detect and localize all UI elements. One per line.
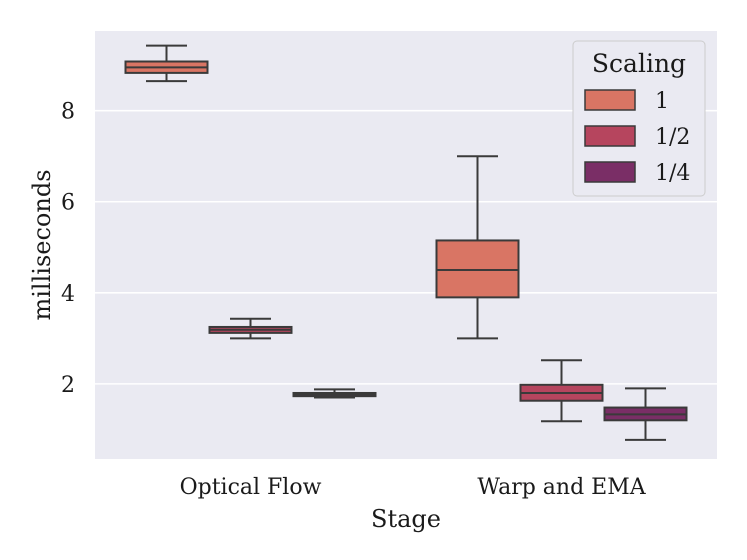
box-1-0 bbox=[435, 155, 520, 340]
grid-lines bbox=[95, 109, 717, 385]
legend-label: 1 bbox=[655, 89, 669, 114]
legend-frame bbox=[572, 40, 706, 197]
legend: Scaling 1 1/2 1/4 bbox=[572, 40, 706, 197]
y-axis-label: milliseconds bbox=[28, 169, 56, 320]
box-body bbox=[435, 239, 520, 299]
box-1-1 bbox=[519, 359, 604, 423]
box-0-2 bbox=[292, 388, 377, 399]
x-axis-ticks: Optical Flow Warp and EMA bbox=[180, 475, 647, 500]
legend-items: 1 1/2 1/4 bbox=[584, 89, 690, 186]
x-axis-label: Stage bbox=[371, 505, 441, 533]
x-tick-label: Optical Flow bbox=[180, 475, 322, 500]
legend-item: 1/2 bbox=[584, 125, 690, 150]
box-0-1 bbox=[208, 317, 293, 340]
legend-label: 1/2 bbox=[655, 125, 690, 150]
box-1-2 bbox=[603, 387, 688, 441]
legend-swatch bbox=[584, 125, 636, 147]
y-tick-label: 8 bbox=[61, 100, 75, 125]
y-tick-label: 6 bbox=[61, 191, 75, 216]
legend-item: 1/4 bbox=[584, 161, 690, 186]
legend-label: 1/4 bbox=[655, 161, 690, 186]
legend-item: 1 bbox=[584, 89, 669, 114]
x-tick-label: Warp and EMA bbox=[477, 475, 646, 500]
y-axis-ticks: 2 4 6 8 bbox=[61, 100, 75, 398]
y-tick-label: 4 bbox=[61, 282, 75, 307]
box-group bbox=[124, 44, 688, 441]
legend-title: Scaling bbox=[592, 49, 686, 78]
y-tick-label: 2 bbox=[61, 373, 75, 398]
legend-swatch bbox=[584, 161, 636, 183]
legend-swatch bbox=[584, 89, 636, 111]
box-0-0 bbox=[124, 44, 209, 83]
